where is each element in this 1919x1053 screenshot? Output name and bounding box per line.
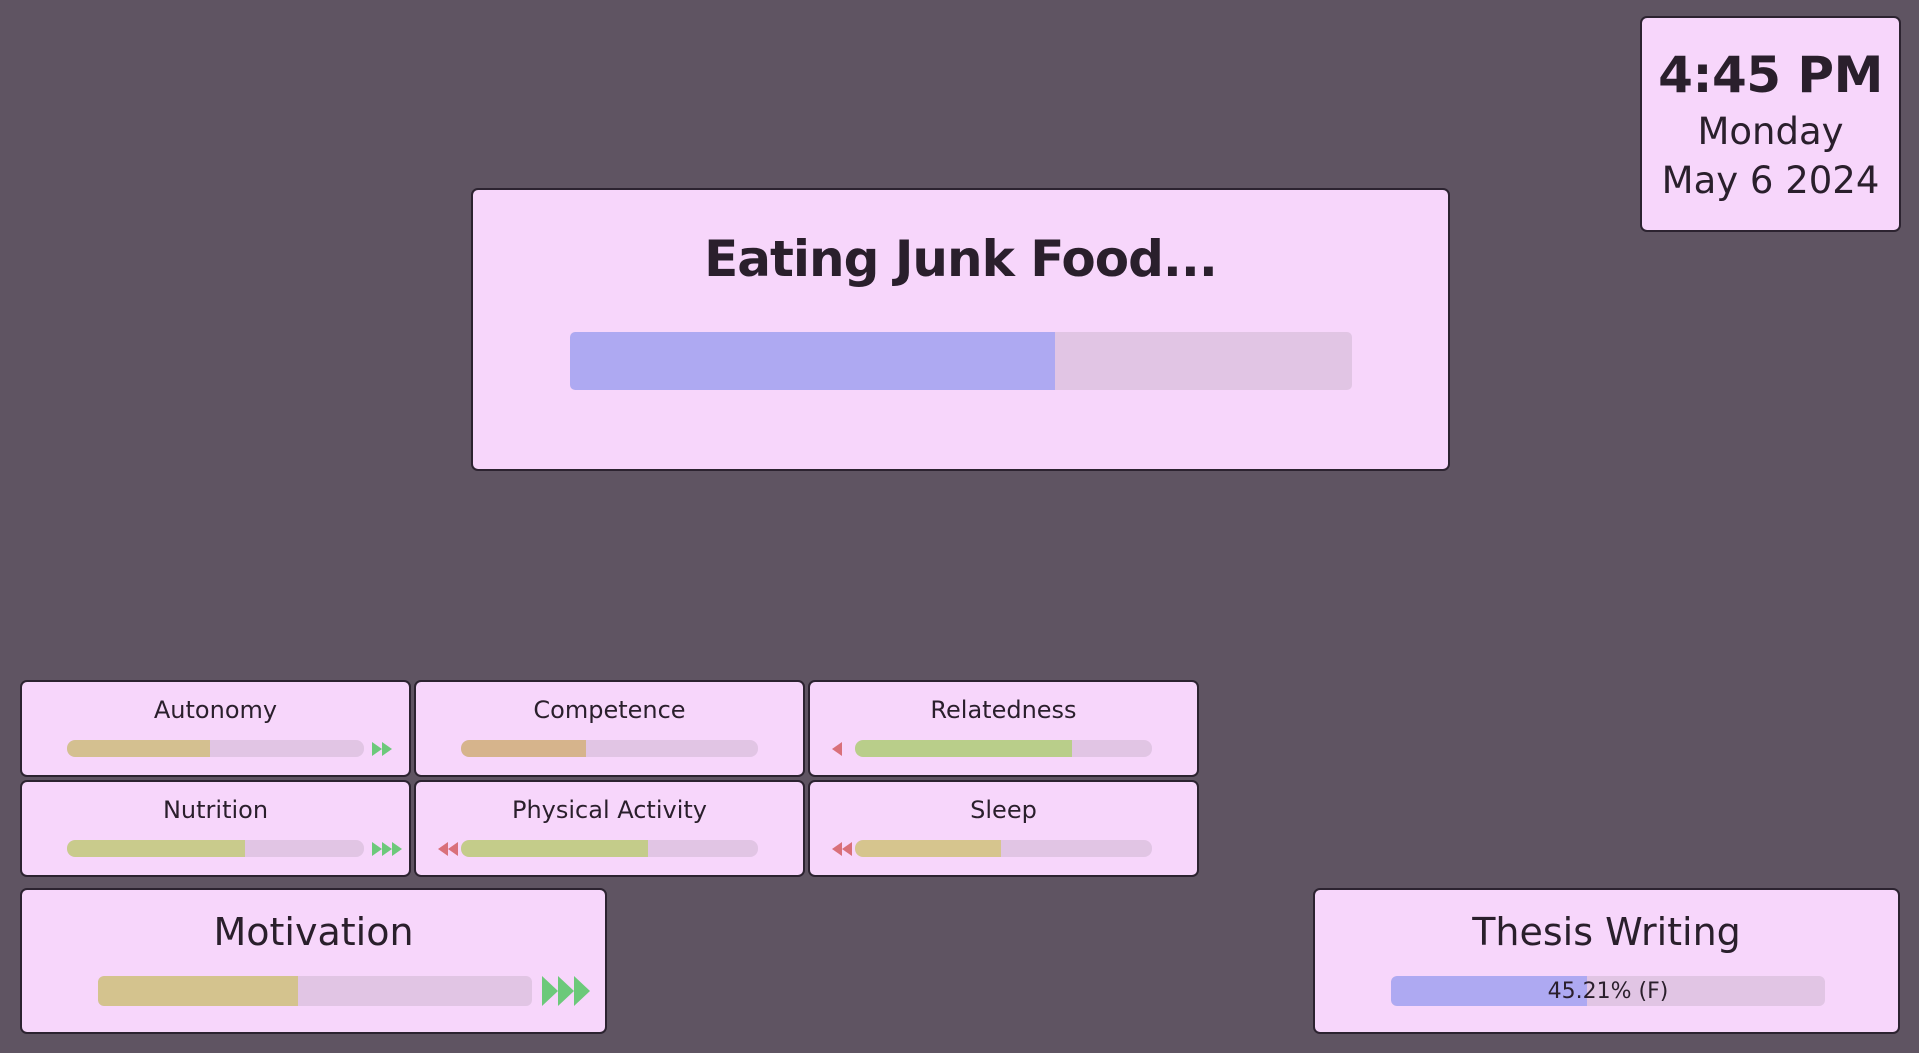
motivation-panel: Motivation <box>20 888 607 1034</box>
chevron-left-icon <box>842 841 852 856</box>
activity-progress-fill <box>570 332 1055 390</box>
need-track <box>67 840 364 857</box>
trend-down-icon <box>438 840 458 857</box>
trend-up-icon <box>372 740 392 757</box>
need-fill <box>855 840 1001 857</box>
chevron-left-icon <box>438 841 448 856</box>
clock-day: Monday <box>1697 110 1844 153</box>
clock-date: May 6 2024 <box>1661 159 1880 202</box>
need-card-physical-activity: Physical Activity <box>414 780 805 877</box>
need-label: Sleep <box>970 796 1037 824</box>
motivation-label: Motivation <box>213 910 414 954</box>
need-track <box>461 740 758 757</box>
trend-up-icon <box>372 840 402 857</box>
need-label: Physical Activity <box>511 796 707 824</box>
chevron-left-icon <box>832 841 842 856</box>
need-fill <box>461 740 586 757</box>
clock-time: 4:45 PM <box>1658 46 1883 104</box>
thesis-label: Thesis Writing <box>1472 910 1741 954</box>
motivation-fill <box>98 976 298 1006</box>
need-fill <box>855 740 1072 757</box>
thesis-progress-track: 45.21% (F) <box>1391 976 1825 1006</box>
current-activity-panel: Eating Junk Food... <box>471 188 1450 471</box>
need-label: Autonomy <box>153 696 278 724</box>
clock-panel: 4:45 PM Monday May 6 2024 <box>1640 16 1901 232</box>
need-card-competence: Competence <box>414 680 805 777</box>
chevron-right-icon <box>392 841 402 856</box>
activity-progress-track <box>570 332 1352 390</box>
chevron-right-icon <box>372 741 382 756</box>
thesis-progress-text: 45.21% (F) <box>1547 978 1669 1004</box>
activity-title: Eating Junk Food... <box>704 230 1218 288</box>
chevron-right-icon <box>542 976 558 1006</box>
need-fill <box>461 840 649 857</box>
need-card-nutrition: Nutrition <box>20 780 411 877</box>
need-track <box>461 840 758 857</box>
chevron-left-icon <box>832 741 842 756</box>
chevron-right-icon <box>382 741 392 756</box>
thesis-progress-fill <box>1391 976 1588 1006</box>
chevron-left-icon <box>448 841 458 856</box>
chevron-right-icon <box>372 841 382 856</box>
need-track <box>67 740 364 757</box>
need-card-relatedness: Relatedness <box>808 680 1199 777</box>
need-label: Nutrition <box>162 796 269 824</box>
need-fill <box>67 740 210 757</box>
need-track <box>855 740 1152 757</box>
motivation-track <box>98 976 532 1006</box>
need-label: Competence <box>533 696 686 724</box>
trend-up-icon <box>542 976 590 1006</box>
need-card-autonomy: Autonomy <box>20 680 411 777</box>
thesis-writing-panel: Thesis Writing 45.21% (F) <box>1313 888 1900 1034</box>
chevron-right-icon <box>558 976 574 1006</box>
chevron-right-icon <box>574 976 590 1006</box>
trend-down-icon <box>832 740 842 757</box>
need-card-sleep: Sleep <box>808 780 1199 877</box>
chevron-right-icon <box>382 841 392 856</box>
need-track <box>855 840 1152 857</box>
need-fill <box>67 840 246 857</box>
need-label: Relatedness <box>930 696 1077 724</box>
trend-down-icon <box>832 840 852 857</box>
